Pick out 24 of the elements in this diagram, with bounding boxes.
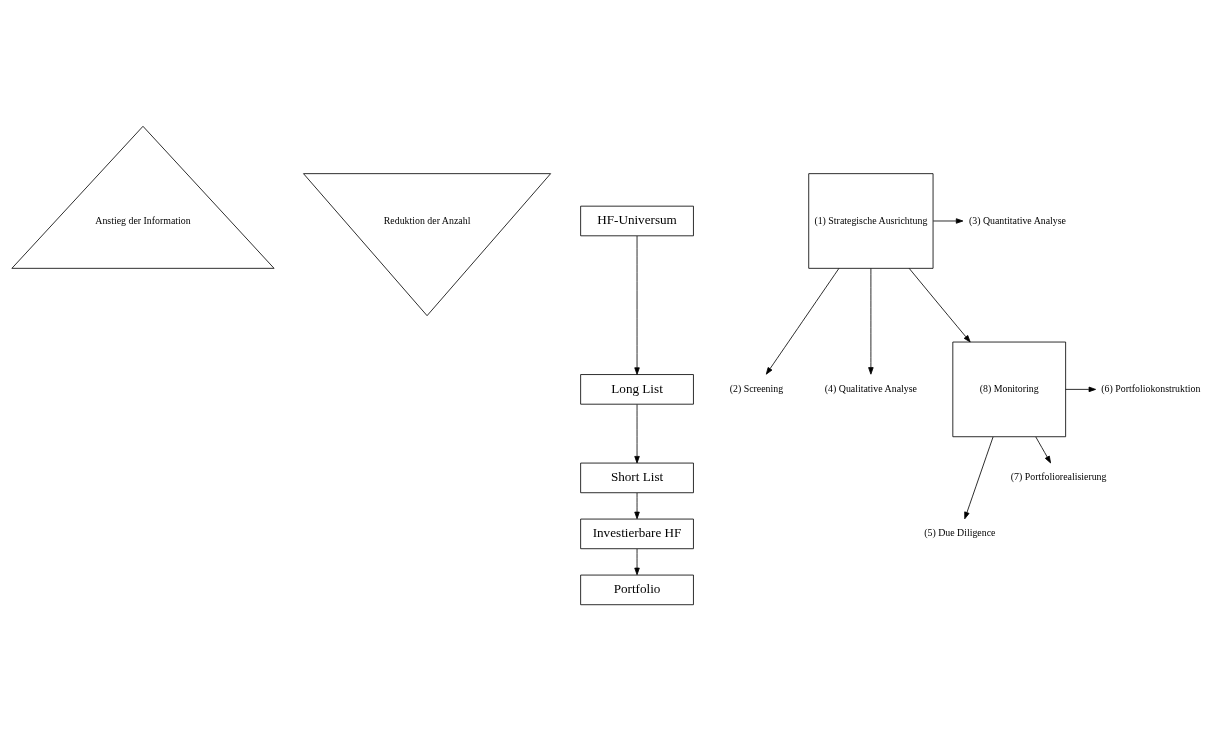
node-box: HF-Universum	[580, 205, 694, 237]
arrow	[634, 404, 640, 464]
node-box: Portfolio	[580, 574, 694, 606]
node-box: Long List	[580, 374, 694, 405]
arrow	[908, 268, 971, 343]
arrow	[1035, 436, 1051, 464]
node-text: (2) Screening	[729, 382, 784, 394]
node-box: Investierbare HF	[580, 518, 694, 550]
node-text: (4) Qualitative Analyse	[824, 382, 917, 394]
arrow	[634, 235, 640, 375]
arrow	[868, 268, 874, 375]
node-text: (6) Portfoliokonstruktion	[1101, 382, 1201, 394]
node-box: Short List	[580, 462, 694, 494]
arrow	[932, 218, 964, 224]
arrow	[964, 436, 994, 520]
node-text: (5) Due Diligence	[924, 527, 996, 539]
node-box: (1) Strategische Ausrichtung	[808, 173, 934, 269]
node-text: (7) Portfoliorealisierung	[1010, 471, 1107, 483]
node-box: (8) Monitoring	[952, 341, 1067, 438]
arrow	[765, 268, 840, 375]
arrow	[1065, 386, 1096, 393]
node-text: (3) Quantitative Analyse	[968, 214, 1066, 226]
arrow	[634, 492, 640, 520]
arrow	[634, 548, 640, 576]
